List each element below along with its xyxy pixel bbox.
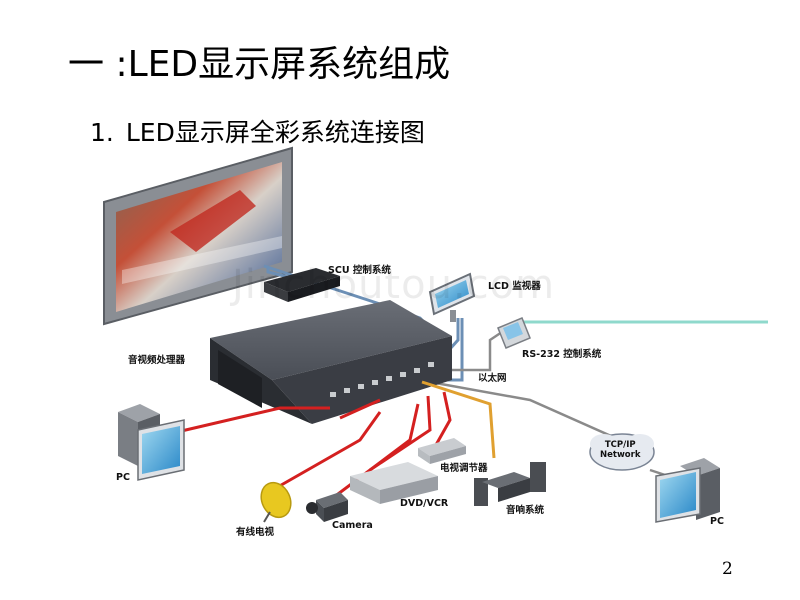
rs232-panel [497, 317, 531, 349]
watermark: Jinchoutou.com [232, 262, 556, 308]
pc-right [655, 458, 720, 523]
satellite-dish [260, 481, 292, 523]
label-pc-right: PC [710, 516, 724, 527]
tcpip-cloud [589, 433, 655, 471]
label-rs232: RS-232 控制系统 [522, 349, 602, 360]
lcd-monitor [428, 272, 476, 322]
label-tv-tuner: 电视调节器 [440, 463, 488, 474]
page-number: 2 [722, 559, 733, 579]
av-processor-box [210, 300, 452, 424]
label-camera: Camera [332, 520, 373, 531]
audio-system [474, 462, 546, 506]
label-dvd: DVD/VCR [400, 498, 449, 509]
dvd-vcr-player [350, 462, 438, 504]
label-processor: 音视频处理器 [128, 355, 186, 366]
label-pc-left: PC [116, 472, 130, 483]
label-scu: SCU 控制系统 [328, 265, 391, 276]
camera-device [306, 492, 348, 522]
pc-left [118, 404, 185, 481]
label-cable-tv: 有线电视 [236, 527, 275, 538]
led-display-screen [103, 146, 293, 326]
orange-cable [421, 380, 496, 459]
subtitle-text: LED显示屏全彩系统连接图 [125, 118, 425, 147]
label-tcpip: TCP/IP Network [600, 440, 641, 460]
red-cables [159, 391, 452, 502]
label-audio: 音响系统 [506, 505, 545, 516]
slide-title: 一 :LED显示屏系统组成 [68, 44, 451, 85]
label-ethernet: 以太网 [478, 373, 507, 384]
label-lcd: LCD 监视器 [488, 281, 541, 292]
subtitle-number: 1. [90, 118, 114, 147]
scu-controller-box [264, 268, 340, 302]
slide-subtitle: 1. LED显示屏全彩系统连接图 [90, 116, 425, 150]
tv-tuner-box [418, 438, 466, 464]
